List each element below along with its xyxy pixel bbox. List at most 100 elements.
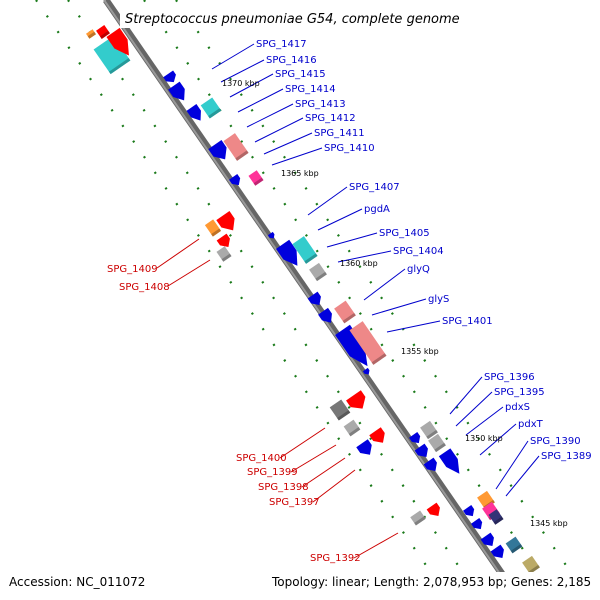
gene-box-grey [309,262,327,282]
gene-box-grey [420,420,438,440]
gene-box-orange [86,29,96,39]
gene-label-spg-1392[interactable]: SPG_1392 [310,553,361,564]
gene-box-pink-shape [334,300,356,324]
gene-arrow-blue [229,174,241,186]
gene-arrow-blue [186,104,201,121]
gene-arrow-blue-shape [163,70,176,83]
gene-box-grey-shade [221,253,232,262]
gene-box-grey-shade [434,442,446,453]
scale-label-1345: 1345 kbp [530,519,568,528]
gene-callout-lines [156,43,540,559]
gene-arrow-blue [480,532,494,546]
gene-box-grey [428,433,446,453]
gene-box-darkgrey [329,399,351,421]
gene-box-grey-shape [343,419,361,437]
gene-label-spg-1413[interactable]: SPG_1413 [295,99,346,110]
gene-box-cyan-shade [208,108,222,119]
gene-arrow-blue-shape [229,174,241,186]
gene-arrow-red-shape [106,27,129,56]
gene-label-spg-1411[interactable]: SPG_1411 [314,128,365,139]
gene-label-spg-1400[interactable]: SPG_1400 [236,453,287,464]
gene-label-glyq[interactable]: glyQ [407,264,430,275]
gene-label-spg-1407[interactable]: SPG_1407 [349,182,400,193]
gene-label-spg-1390[interactable]: SPG_1390 [530,436,581,447]
gene-arrow-blue [471,518,483,530]
gene-box-cyan [292,236,318,264]
gene-box-pink-shade [342,312,356,324]
gene-arrow-blue-shape [423,457,437,471]
gene-box-orange-shade [87,31,96,39]
callout-line-reverse [279,427,326,459]
callout-line-forward [371,298,427,316]
gene-label-pgda[interactable]: pgdA [364,204,390,215]
callout-line-forward [317,208,363,231]
gene-box-orange [204,219,222,237]
gene-box-olive-shape [522,555,540,575]
gene-arrow-blue-shape [186,104,201,121]
dotted-scale-line [175,0,591,600]
gene-box-cyan-shape [292,236,318,264]
gene-box-pink [223,133,249,161]
map-title: Streptococcus pneumoniae G54, complete g… [125,12,460,27]
callout-line-forward [246,103,294,128]
gene-arrow-blue [414,443,428,457]
accession-text: Accession: NC_011072 [9,575,145,589]
gene-box-navy-shape [488,509,504,525]
callout-line-reverse [312,469,356,503]
callout-line-forward [455,391,493,427]
gene-arrow-blue-shape [471,518,483,530]
gene-label-spg-1408[interactable]: SPG_1408 [119,282,170,293]
callout-line-forward [326,232,378,248]
gene-box-red-small [96,25,110,39]
gene-arrow-red [216,233,230,247]
callout-line-forward [495,440,529,490]
gene-arrow-blue [318,307,332,323]
gene-box-red-small-shade [100,30,110,39]
gene-label-spg-1401[interactable]: SPG_1401 [442,316,493,327]
gene-label-spg-1409[interactable]: SPG_1409 [107,264,158,275]
gene-arrow-red [346,390,366,409]
footer-background [0,572,600,600]
gene-box-orange-shape [86,29,96,39]
genome-summary-text: Topology: linear; Length: 2,078,953 bp; … [271,575,591,589]
gene-arrow-red [426,502,440,516]
callout-line-reverse [156,238,200,269]
gene-label-spg-1414[interactable]: SPG_1414 [285,84,336,95]
gene-label-glys[interactable]: glyS [428,294,449,305]
gene-arrow-blue [168,81,185,101]
gene-label-spg-1417[interactable]: SPG_1417 [256,39,307,50]
gene-label-spg-1399[interactable]: SPG_1399 [247,467,298,478]
gene-label-spg-1395[interactable]: SPG_1395 [494,387,545,398]
gene-arrow-blue-shape [267,231,275,239]
scale-label-1365: 1365 kbp [281,169,319,178]
gene-box-grey-shape [420,420,438,440]
callout-line-forward [263,132,313,155]
scale-label-1350: 1350 kbp [465,434,503,443]
gene-arrow-blue [463,505,475,517]
gene-box-cyan [200,97,222,119]
gene-box-magenta [248,170,264,186]
gene-arrow-blue-shape [208,140,227,160]
gene-label-spg-1397[interactable]: SPG_1397 [269,497,320,508]
gene-label-spg-1398[interactable]: SPG_1398 [258,482,309,493]
gene-box-olive [522,555,540,575]
gene-label-spg-1415[interactable]: SPG_1415 [275,69,326,80]
gene-box-grey [343,419,361,437]
gene-label-spg-1410[interactable]: SPG_1410 [324,143,375,154]
gene-arrow-blue [490,544,504,558]
gene-label-spg-1404[interactable]: SPG_1404 [393,246,444,257]
gene-arrow-red [106,27,129,56]
gene-arrow-blue [409,432,421,444]
gene-label-spg-1405[interactable]: SPG_1405 [379,228,430,239]
callout-line-forward [237,88,284,113]
gene-label-pdxt[interactable]: pdxT [518,419,544,430]
gene-label-spg-1389[interactable]: SPG_1389 [541,451,592,462]
gene-label-pdxs[interactable]: pdxS [505,402,530,413]
gene-label-spg-1396[interactable]: SPG_1396 [484,372,535,383]
gene-label-spg-1412[interactable]: SPG_1412 [305,113,356,124]
gene-arrow-blue-shape [409,432,421,444]
gene-label-spg-1416[interactable]: SPG_1416 [266,55,317,66]
gene-arrow-blue [307,291,321,305]
gene-box-pink-long [349,321,387,365]
scale-label-1370: 1370 kbp [222,79,260,88]
